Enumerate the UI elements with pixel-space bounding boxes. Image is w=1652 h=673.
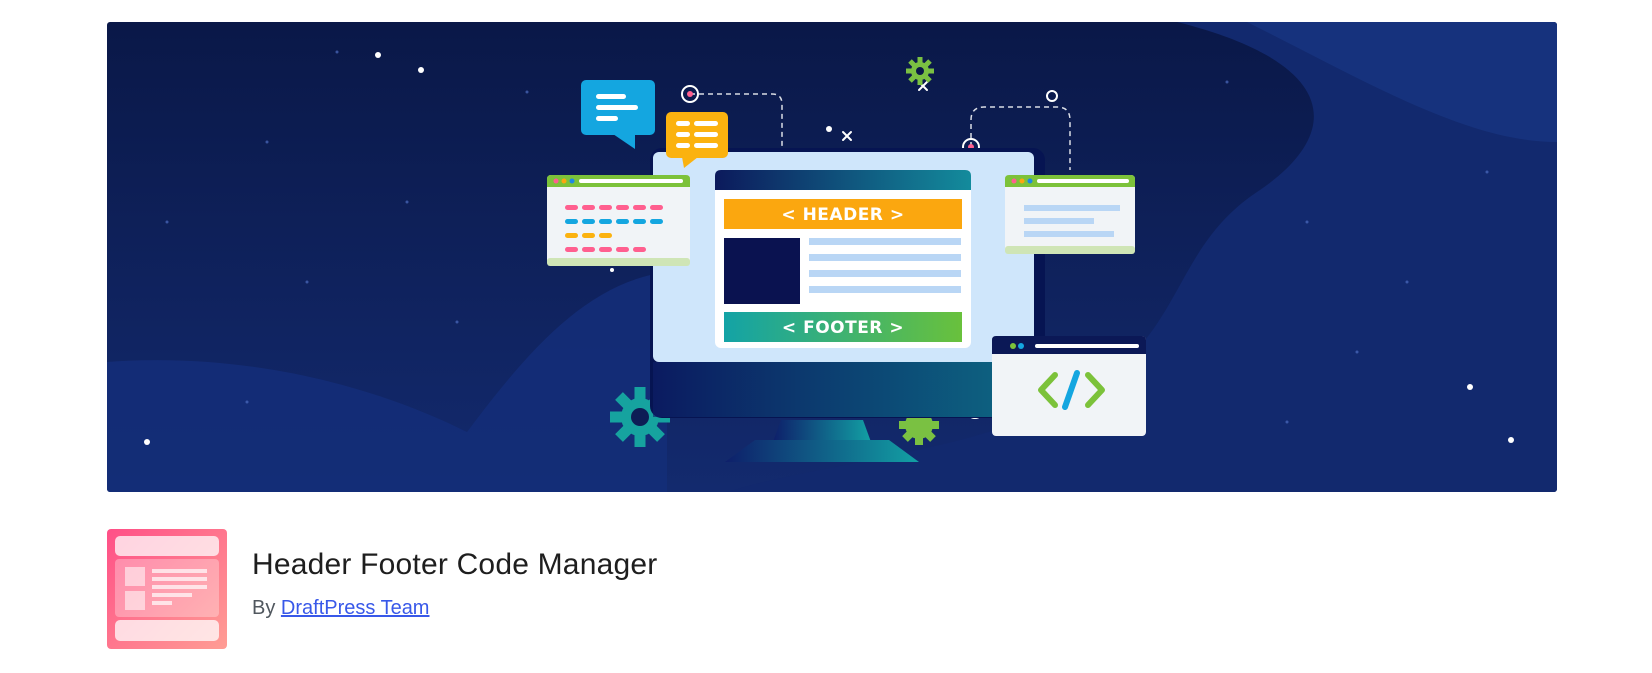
footer-tag-bar — [724, 312, 962, 342]
chat-bubble-icon — [666, 112, 728, 168]
plugin-byline: By DraftPress Team — [252, 597, 429, 620]
code-window-snippet — [992, 336, 1146, 436]
gear-icon — [906, 57, 934, 85]
plugin-title: Header Footer Code Manager — [252, 548, 658, 581]
chat-bubble-icon — [581, 80, 655, 149]
gear-icon — [610, 387, 670, 447]
code-window-left — [547, 175, 690, 266]
by-label: By — [252, 597, 276, 619]
footer-tag-label: < FOOTER > — [782, 318, 904, 338]
author-link[interactable]: DraftPress Team — [280, 597, 430, 619]
banner-illustration: < HEADER > < FOOTER > — [107, 22, 1557, 492]
header-tag-label: < HEADER > — [781, 205, 904, 225]
plugin-banner: < HEADER > < FOOTER > — [107, 22, 1557, 492]
plugin-icon — [107, 529, 227, 649]
header-tag-bar — [724, 199, 962, 229]
page-window-right — [1005, 175, 1135, 254]
